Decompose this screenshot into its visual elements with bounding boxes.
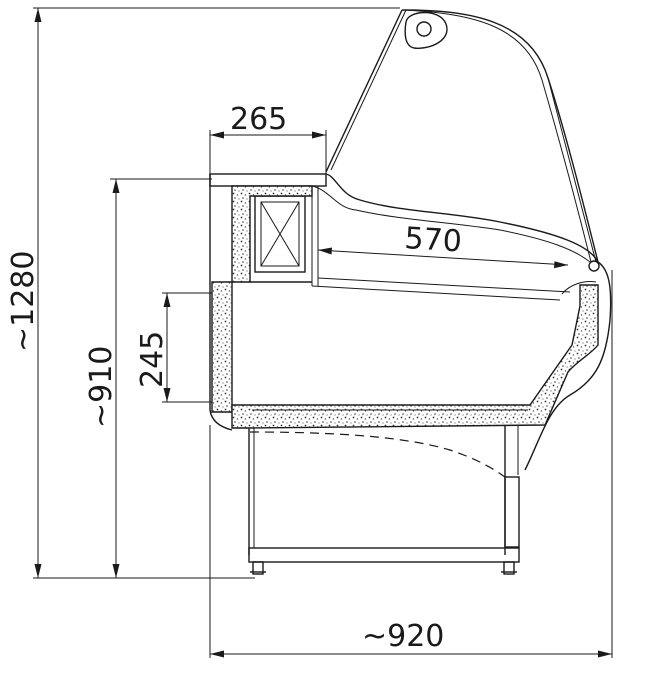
display-depth-label: 570: [404, 221, 463, 259]
dimension-display-depth: 570: [317, 221, 569, 269]
display-case-body: [209, 9, 612, 575]
dimension-total-depth: ~920: [209, 270, 613, 658]
dimension-shelf-width: 265: [209, 102, 327, 180]
total-depth-label: ~920: [362, 619, 444, 654]
counter-height-label: ~910: [84, 346, 119, 428]
shelf-width-label: 265: [230, 102, 287, 137]
insulation-height-label: 245: [135, 331, 170, 388]
dimension-total-height: ~1280: [6, 7, 400, 579]
dimension-counter-height: ~910: [84, 178, 212, 578]
total-height-label: ~1280: [6, 251, 41, 352]
dimension-insulation-height: 245: [135, 292, 212, 403]
